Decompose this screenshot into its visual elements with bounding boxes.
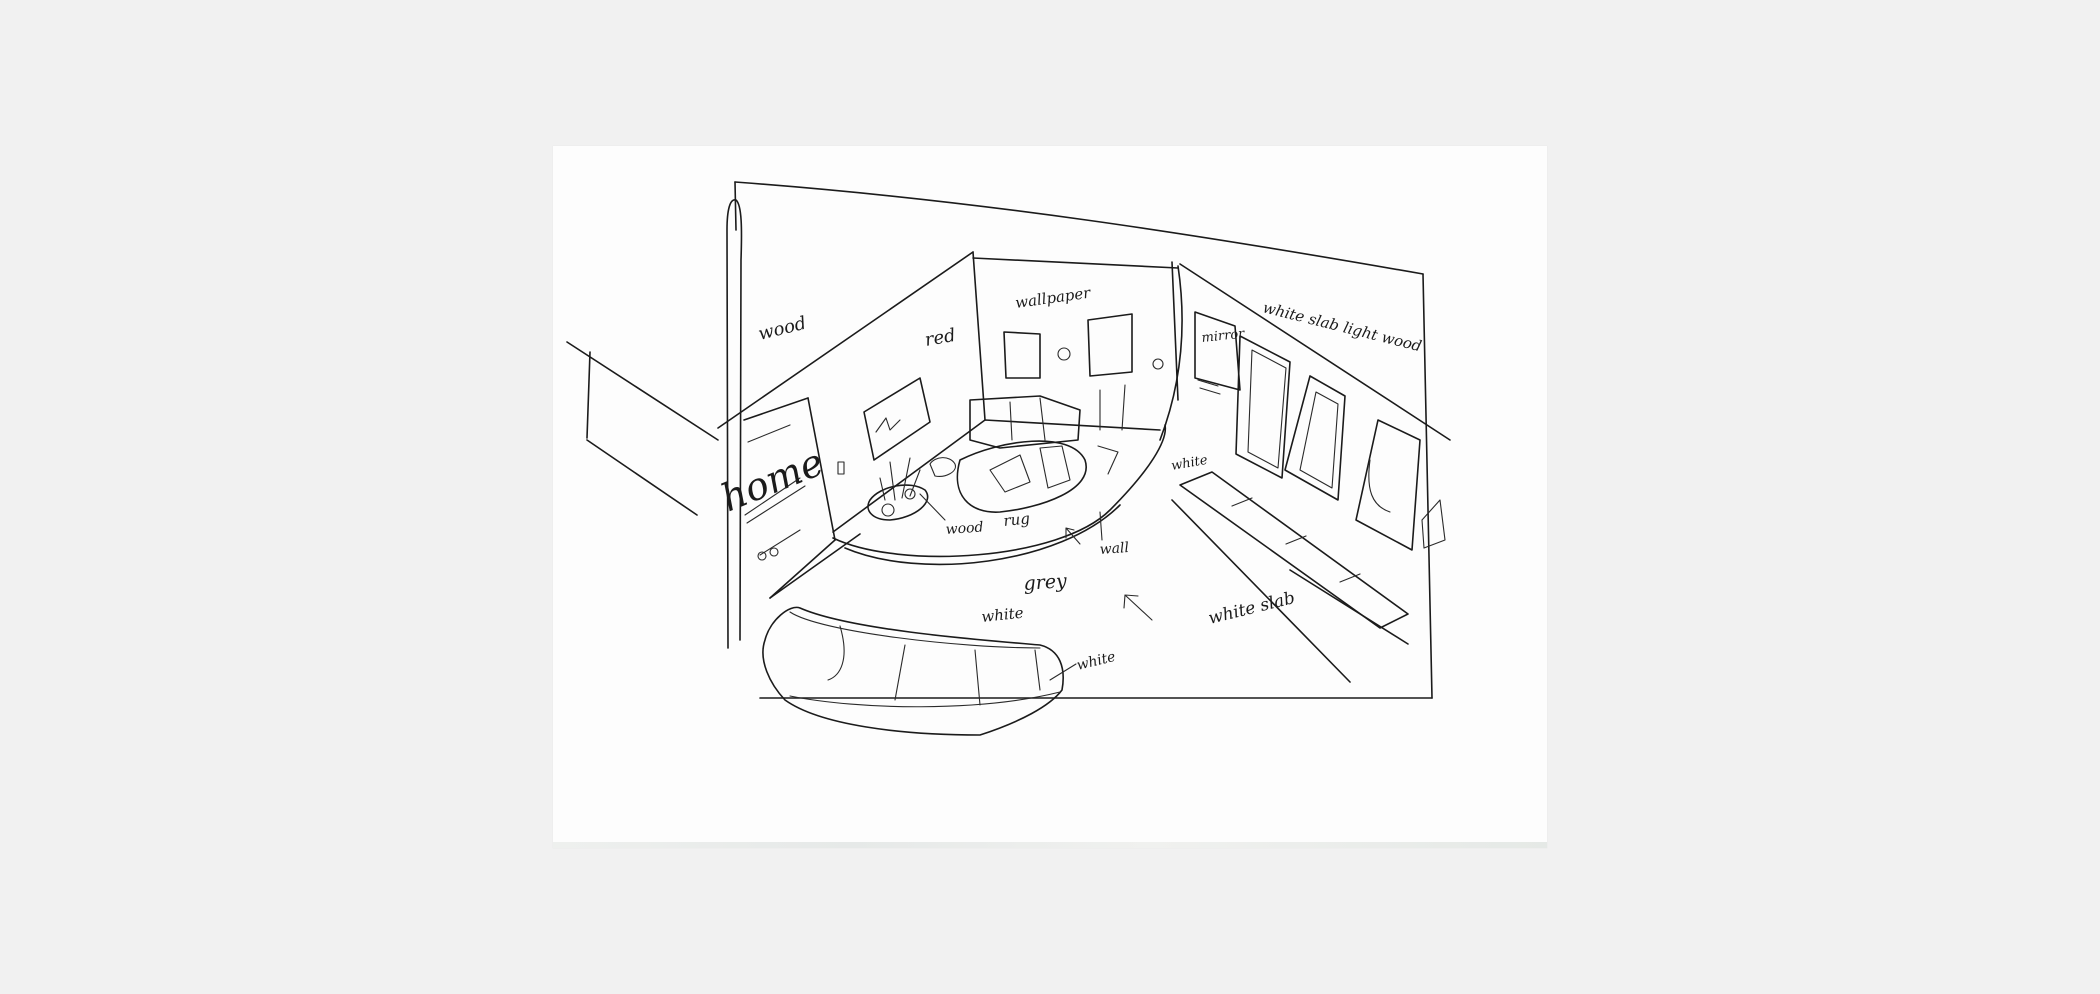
floor-back-edge [832, 419, 1161, 533]
exterior-line-1 [566, 341, 719, 441]
cushion-pointer [1049, 663, 1077, 681]
picture-scribble [875, 417, 901, 433]
frame-left-line [734, 181, 737, 231]
mirror-wall-top [1179, 263, 1451, 441]
label-white-slab: white slab [1206, 588, 1297, 629]
home-plate-line-3 [746, 485, 806, 524]
mirror-wall-left [1171, 261, 1179, 401]
label-white-slab-light-wood: white slab light wood [1261, 298, 1423, 355]
home-wall-top [717, 251, 974, 429]
exterior-line-2 [586, 351, 591, 439]
floor-curve [832, 424, 1167, 558]
direction-arrow [1123, 594, 1153, 621]
sofa-seat-lines [827, 625, 1041, 706]
red-wall-right-edge [972, 251, 986, 421]
wood-pointer [1099, 511, 1103, 541]
wallpaper-wall-right-edge [1159, 265, 1183, 441]
mirror-lines [1197, 379, 1221, 395]
wall-clock [1057, 347, 1071, 361]
right-panel-3 [1355, 419, 1421, 551]
label-wood: wood [756, 313, 808, 345]
sofa-back [789, 611, 1041, 649]
home-wall-edge [807, 397, 836, 541]
wood-arrow [919, 493, 946, 521]
home-knob-2 [769, 547, 779, 557]
sofa-outline [762, 606, 1064, 736]
right-panel-2-inner [1299, 391, 1339, 489]
home-knob-1 [757, 551, 767, 561]
rug-outline [956, 440, 1087, 513]
plant-pot-2 [904, 488, 916, 500]
home-wall-left [743, 397, 809, 421]
shelf-dividers [1231, 497, 1361, 583]
side-table [867, 484, 929, 521]
right-panel-1-inner [1247, 349, 1287, 469]
label-white-cushion: white [1075, 649, 1117, 674]
white-slab-shelf [1179, 471, 1409, 629]
rug-pattern-1 [989, 454, 1031, 493]
sketch-paper [553, 146, 1547, 848]
wallpaper-wall-top [972, 257, 1179, 269]
label-grey: grey [1023, 570, 1068, 595]
rug-pattern-2 [1039, 445, 1071, 489]
frame-right-line [1422, 273, 1433, 699]
label-rug: rug [1003, 509, 1031, 530]
right-panel-2 [1284, 375, 1346, 501]
back-chair-lines [1009, 384, 1126, 441]
right-panel-1 [1235, 335, 1291, 479]
sofa-base [789, 691, 1061, 708]
floor-front-edge-left [769, 533, 861, 599]
exterior-line-3 [586, 439, 698, 516]
wallpaper-frame-1 [1003, 331, 1041, 379]
wallpaper-frame-2 [1087, 313, 1133, 377]
floor-line-right-1 [1171, 499, 1351, 683]
plant-pot-1 [881, 503, 895, 517]
paper-edge [553, 842, 1547, 848]
home-plate-line-2 [744, 477, 801, 516]
back-chair [969, 395, 1081, 449]
label-wall: wall [1099, 540, 1129, 558]
frame-top-line [734, 181, 1424, 275]
label-red: red [923, 325, 957, 351]
plant-stems [879, 457, 921, 501]
home-plate-line-1 [747, 424, 791, 443]
wall-knob [1152, 358, 1164, 370]
label-wood-floor: wood [945, 519, 984, 538]
wall-pointer [1065, 527, 1081, 545]
right-panel-3-inner [1368, 459, 1391, 513]
right-side-stub [1421, 499, 1446, 549]
left-pillar [726, 199, 743, 649]
label-white-shelf: white [1170, 453, 1209, 474]
stool [929, 457, 956, 477]
mirror-frame [1194, 311, 1241, 391]
floor-inner-curve [844, 504, 1121, 566]
red-wall-picture [863, 377, 931, 461]
label-home: home [715, 440, 830, 520]
label-wallpaper: wallpaper [1014, 284, 1092, 312]
floor-line-right-2 [1289, 569, 1409, 645]
light-switch [837, 461, 845, 475]
home-wall-bottom [769, 539, 836, 599]
label-white-sofa: white [981, 604, 1025, 626]
home-plate-line-4 [759, 529, 801, 556]
rug-pattern-3 [1097, 445, 1119, 475]
label-mirror: mirror [1201, 326, 1246, 345]
